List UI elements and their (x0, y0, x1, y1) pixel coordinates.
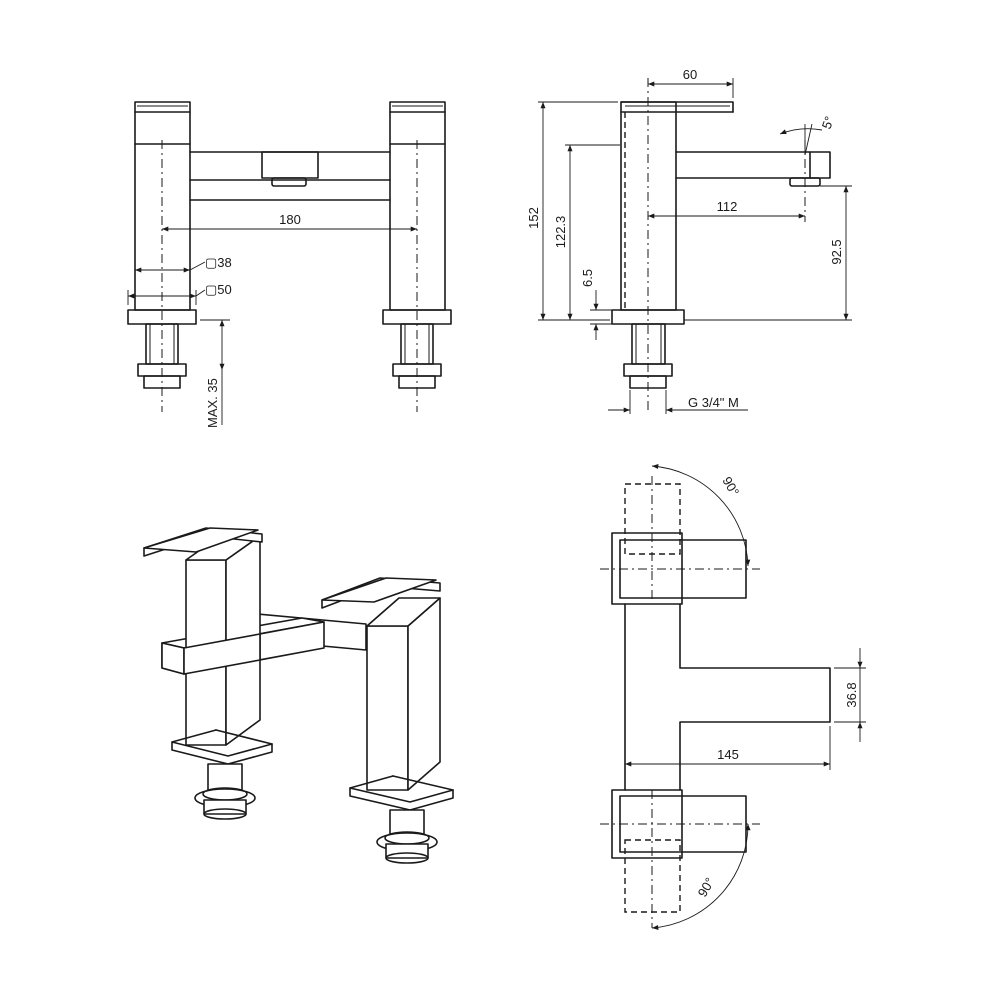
side-spout (675, 151, 831, 187)
plan-top-handle (600, 476, 760, 605)
bottom-angle-label: 90° (695, 875, 718, 900)
base-dimension-label: ▢50 (205, 282, 232, 297)
angle-dimension-label: 5° (819, 114, 837, 131)
thread-dimension-label: G 3/4" M (688, 395, 739, 410)
front-view: 180 ▢38 ▢50 MAX. 35 (127, 101, 452, 428)
top-dimension-label: 60 (683, 67, 697, 82)
width-dimension-label: 180 (279, 212, 301, 227)
body-dimension-label: ▢38 (205, 255, 232, 270)
plan-bottom-handle (600, 789, 760, 928)
spout-height-dimension-label: 122.3 (553, 216, 568, 249)
reach-dimension-label: 112 (717, 199, 738, 214)
base-thickness-dimension-label: 6.5 (580, 269, 595, 287)
spout-length-dimension-label: 145 (717, 747, 739, 762)
iso-left-fixing (194, 763, 256, 820)
iso-right-column (321, 577, 454, 811)
height-dimension-label: 152 (526, 207, 541, 229)
side-view: 60 152 122.3 6.5 112 92.5 5° (526, 67, 852, 414)
front-bridge (189, 151, 391, 201)
plan-body (624, 603, 831, 791)
isometric-view (143, 527, 454, 864)
plan-view: 90° 90° 36.8 145 (600, 463, 866, 931)
iso-right-fixing (376, 809, 438, 864)
top-angle-label: 90° (719, 474, 742, 499)
outlet-height-dimension-label: 92.5 (829, 239, 844, 264)
top-rotation-arc (651, 463, 751, 567)
spout-width-dimension-label: 36.8 (844, 682, 859, 707)
iso-left-column (143, 527, 273, 765)
max-dimension-label: MAX. 35 (205, 378, 220, 428)
bottom-rotation-arc (651, 823, 751, 931)
